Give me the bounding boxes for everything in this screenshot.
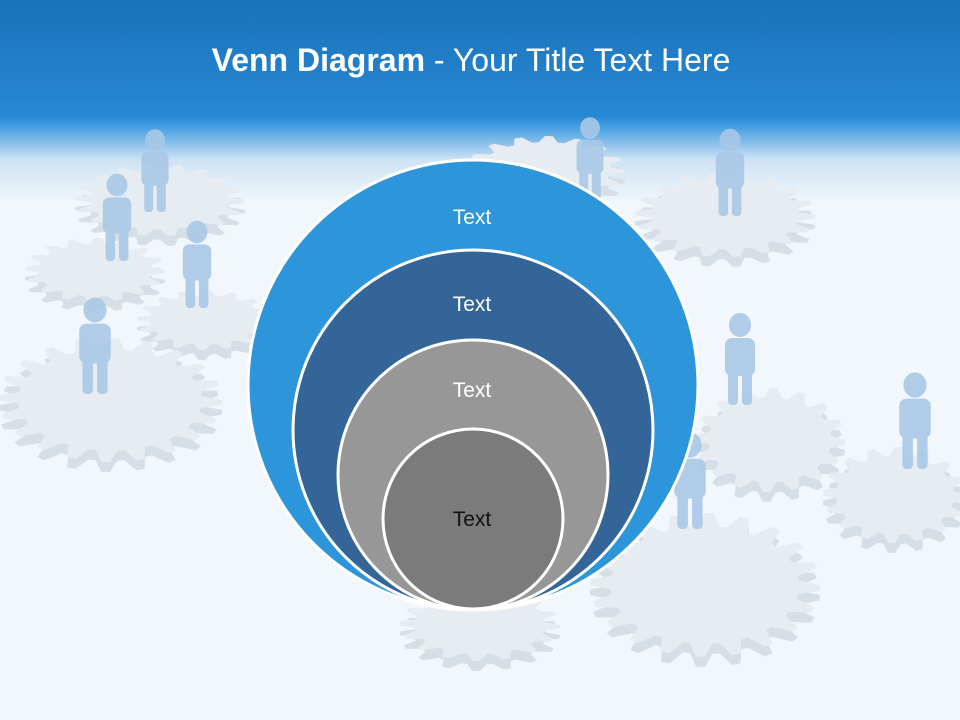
gear-4: [0, 338, 222, 462]
person-figure-5: [576, 117, 604, 200]
person-figure-6: [715, 128, 745, 216]
circle-3-label: Text: [453, 379, 492, 402]
person-figure-7: [725, 313, 755, 405]
circle-4[interactable]: [381, 427, 565, 611]
person-figure-1: [141, 129, 169, 212]
person-figure-4: [79, 297, 111, 394]
gear-3: [137, 290, 273, 350]
circle-1-label: Text: [453, 206, 492, 229]
slide-title: Venn Diagram - Your Title Text Here: [0, 42, 942, 79]
gear-7: [695, 388, 845, 492]
gear-8: [823, 447, 960, 543]
circle-2-label: Text: [453, 293, 492, 316]
person-figure-2: [102, 173, 132, 261]
title-bold: Venn Diagram: [211, 42, 426, 78]
title-rest: - Your Title Text Here: [425, 42, 731, 78]
gear-9: [590, 513, 820, 657]
circle-4-label: Text: [453, 508, 492, 531]
gear-2: [25, 238, 165, 302]
person-figure-3: [182, 220, 212, 308]
person-figure-8: [899, 372, 931, 469]
